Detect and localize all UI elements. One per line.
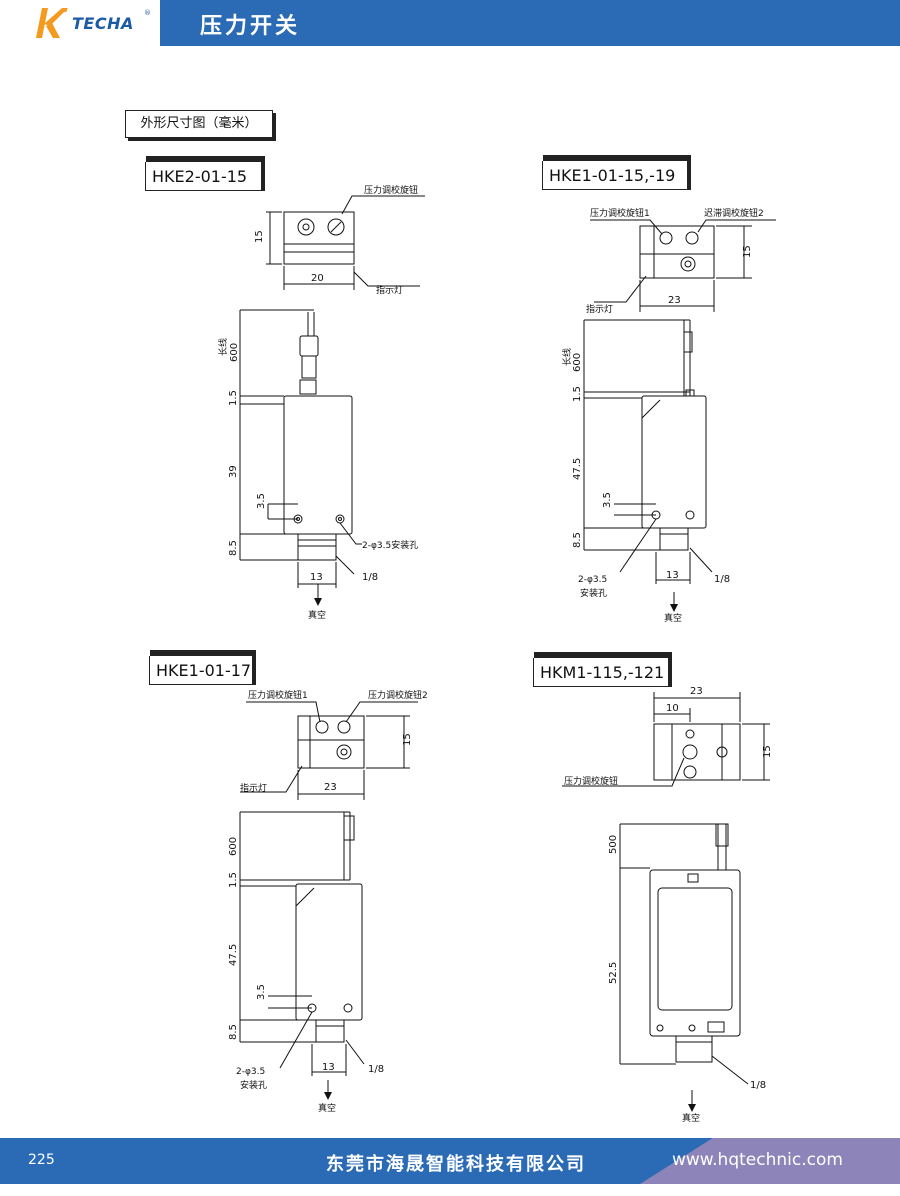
drawing-c-body: [295, 883, 363, 1021]
dim-a-13: 13: [310, 572, 323, 583]
drawing-a-port: [297, 533, 337, 561]
label-a-indicator: 指示灯: [376, 284, 403, 296]
section-label: 外形尺寸图（毫米）: [125, 110, 273, 138]
dim-c-47-5: 47.5: [228, 944, 239, 966]
drawing-b: [583, 219, 776, 606]
drawing-b-body: [641, 395, 707, 529]
label-b-hole: 2-φ3.5: [578, 575, 607, 585]
drawing-b-knob2-icon: [685, 231, 699, 245]
drawing-b-port: [659, 527, 689, 551]
dim-d-23: 23: [690, 686, 703, 697]
logo-registered-mark: ®: [144, 9, 151, 17]
dim-c-8-5: 8.5: [228, 1024, 239, 1040]
page-title: 压力开关: [200, 14, 301, 39]
model-title-a: HKE2-01-15: [145, 156, 265, 191]
drawing-d-port: [675, 1035, 713, 1063]
dim-b-15: 15: [742, 245, 753, 258]
label-c-mount: 安装孔: [240, 1079, 267, 1091]
dim-b-13: 13: [666, 570, 679, 581]
label-a-wire-length: 长线: [217, 338, 229, 356]
label-a-mount-hole: 2-φ3.5安装孔: [362, 539, 418, 551]
page-number: 225: [28, 1152, 55, 1168]
drawing-a-top-view: [283, 211, 355, 265]
label-b-hys-knob2: 迟滞调校旋钮2: [704, 207, 764, 219]
drawing-d-top-view: [653, 723, 741, 781]
drawing-b-top-view: [639, 225, 715, 279]
company-name: 东莞市海晟智能科技有限公司: [326, 1154, 586, 1175]
label-b-mount: 安装孔: [580, 587, 607, 599]
label-a-knob: 压力调校旋钮: [364, 184, 418, 196]
website-link[interactable]: www.hqtechnic.com: [672, 1150, 843, 1170]
dim-b-1-8: 1/8: [714, 574, 730, 585]
drawing-c: [239, 701, 418, 1094]
logo: TECHA ®: [0, 0, 160, 46]
logo-k-icon: [36, 8, 68, 38]
dim-c-13: 13: [322, 1062, 335, 1073]
dim-d-500: 500: [608, 835, 619, 854]
dim-c-600: 600: [228, 837, 239, 856]
dim-c-23: 23: [324, 782, 337, 793]
model-title-d-text: HKM1-115,-121: [540, 663, 665, 682]
dim-b-1-5: 1.5: [572, 386, 583, 402]
label-d-vacuum: 真空: [682, 1112, 700, 1124]
dim-b-8-5: 8.5: [572, 532, 583, 548]
dim-b-23: 23: [668, 295, 681, 306]
dim-d-15: 15: [762, 745, 773, 758]
label-c-knob1: 压力调校旋钮1: [248, 689, 308, 701]
dim-c-1-8: 1/8: [368, 1064, 384, 1075]
dim-a-3-5: 3.5: [256, 493, 267, 509]
model-title-c-text: HKE1-01-17: [156, 661, 252, 680]
label-a-vacuum: 真空: [308, 609, 326, 621]
drawing-a-knob-icon: [327, 218, 345, 236]
drawing-a: [239, 195, 425, 600]
drawing-c-knob1-icon: [315, 720, 329, 734]
label-b-knob1: 压力调校旋钮1: [590, 207, 650, 219]
drawing-c-knob2-icon: [337, 720, 351, 734]
drawing-d: [562, 692, 770, 1106]
model-title-a-text: HKE2-01-15: [152, 167, 248, 186]
dim-c-15: 15: [402, 733, 413, 746]
drawing-c-port: [315, 1019, 345, 1043]
drawing-a-indicator-light-icon: [297, 218, 315, 236]
drawing-d-knob-icon: [682, 744, 698, 760]
drawing-d-body: [649, 869, 741, 1037]
dim-a-39: 39: [228, 465, 239, 478]
label-b-wire-length: 长线: [561, 348, 573, 366]
dim-a-600: 600: [229, 343, 240, 362]
dim-a-1-5: 1.5: [228, 390, 239, 406]
dim-b-600: 600: [572, 353, 583, 372]
label-d-knob: 压力调校旋钮: [564, 775, 618, 787]
model-title-b-text: HKE1-01-15,-19: [549, 166, 676, 185]
dim-b-3-5: 3.5: [602, 492, 613, 508]
dim-a-15: 15: [254, 230, 265, 243]
label-b-vacuum: 真空: [664, 612, 682, 624]
dim-d-1-8: 1/8: [750, 1080, 766, 1091]
drawing-c-top-view: [297, 715, 365, 769]
dim-b-47-5: 47.5: [572, 458, 583, 480]
dim-a-1-8: 1/8: [362, 572, 378, 583]
model-title-c: HKE1-01-17: [149, 650, 256, 685]
label-c-vacuum: 真空: [318, 1102, 336, 1114]
label-b-indicator: 指示灯: [586, 303, 613, 315]
logo-text: TECHA: [72, 14, 134, 33]
model-title-b: HKE1-01-15,-19: [542, 155, 691, 190]
label-c-indicator: 指示灯: [240, 782, 267, 794]
dim-a-20: 20: [311, 273, 324, 284]
dim-c-1-5: 1.5: [228, 872, 239, 888]
dim-c-3-5: 3.5: [256, 984, 267, 1000]
dim-d-52-5: 52.5: [608, 962, 619, 984]
label-c-knob2: 压力调校旋钮2: [368, 689, 428, 701]
model-title-d: HKM1-115,-121: [533, 652, 672, 687]
dim-a-8-5: 8.5: [228, 540, 239, 556]
drawing-b-knob1-icon: [659, 231, 673, 245]
dim-d-10: 10: [666, 703, 679, 714]
drawing-a-body: [283, 395, 353, 535]
label-c-hole: 2-φ3.5: [236, 1067, 265, 1077]
